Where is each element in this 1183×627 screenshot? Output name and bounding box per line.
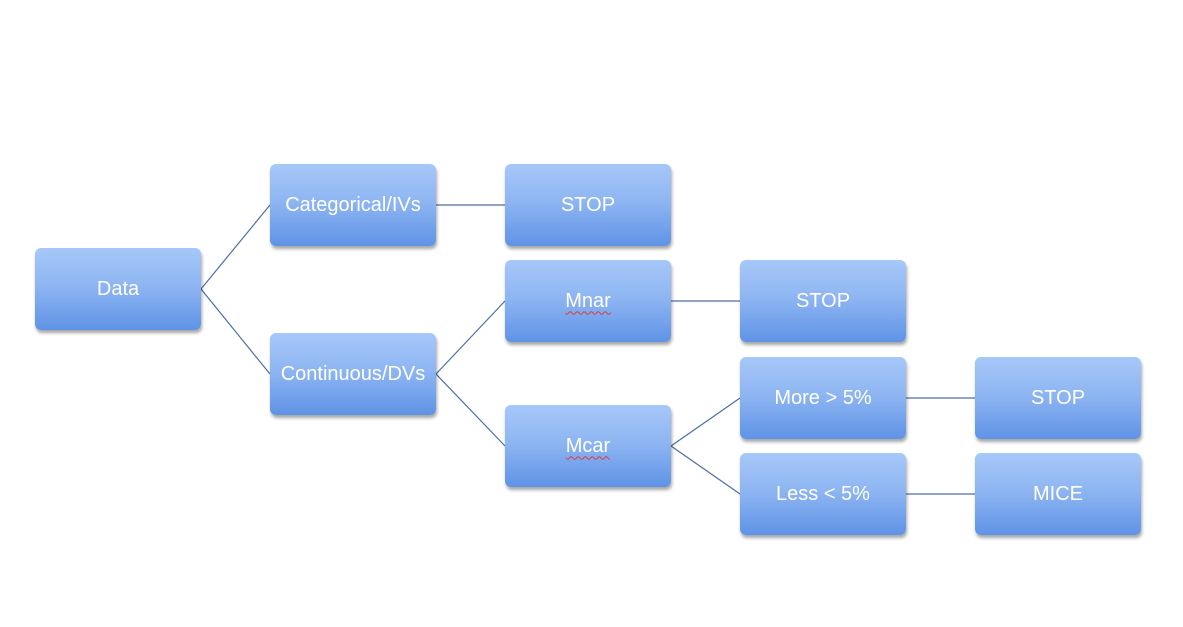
connector-mcar-to-less (670, 445, 741, 495)
node-more-than-5-percent-label: More > 5% (774, 386, 872, 409)
node-mnar-label: Mnar (565, 289, 611, 312)
node-mcar[interactable]: Mcar (505, 405, 671, 487)
node-categorical-ivs[interactable]: Categorical/IVs (270, 164, 436, 246)
node-mnar[interactable]: Mnar (505, 260, 671, 342)
node-categorical-ivs-label: Categorical/IVs (285, 193, 421, 216)
node-stop-more-label: STOP (1030, 386, 1086, 409)
connector-data-to-categorical (200, 204, 271, 290)
node-continuous-dvs-label: Continuous/DVs (280, 362, 426, 385)
node-continuous-dvs[interactable]: Continuous/DVs (270, 333, 436, 415)
connector-data-to-continuous (200, 288, 271, 375)
node-less-than-5-percent-label: Less < 5% (776, 482, 870, 505)
node-stop-categorical[interactable]: STOP (505, 164, 671, 246)
node-stop-mnar-label: STOP (795, 289, 851, 312)
node-stop-categorical-label: STOP (560, 193, 616, 216)
connector-continuous-to-mnar (435, 300, 506, 375)
connector-continuous-to-mcar (435, 373, 506, 447)
node-stop-more[interactable]: STOP (975, 357, 1141, 439)
node-stop-mnar[interactable]: STOP (740, 260, 906, 342)
node-mice[interactable]: MICE (975, 453, 1141, 535)
node-less-than-5-percent[interactable]: Less < 5% (740, 453, 906, 535)
node-mcar-label: Mcar (565, 434, 611, 457)
connector-mcar-to-more (670, 397, 741, 447)
node-mice-label: MICE (1033, 482, 1083, 505)
node-more-than-5-percent[interactable]: More > 5% (740, 357, 906, 439)
node-data[interactable]: Data (35, 248, 201, 330)
node-data-label: Data (96, 277, 140, 300)
